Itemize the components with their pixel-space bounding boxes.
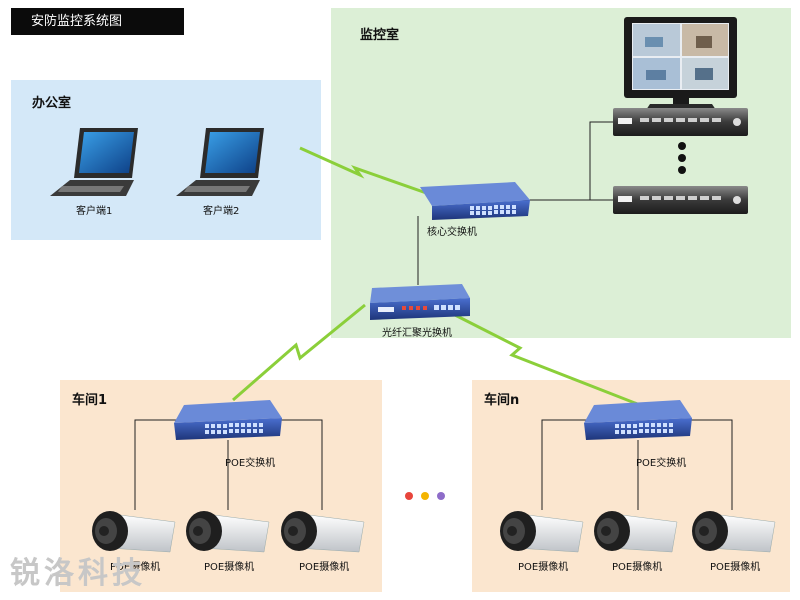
camera-n-1-label: POE摄像机 — [518, 562, 569, 573]
poe-switch-n — [584, 400, 692, 440]
diagram-title: 安防监控系统图 — [11, 8, 184, 35]
camera-n-3 — [692, 511, 776, 553]
camera-1-3 — [281, 511, 365, 553]
camera-n-2-label: POE摄像机 — [612, 562, 663, 573]
camera-1-1 — [92, 511, 176, 553]
monitor-display — [624, 17, 737, 110]
camera-1-2-label: POE摄像机 — [204, 562, 255, 573]
office-label: 办公室 — [32, 96, 72, 111]
wireless-links — [232, 146, 641, 407]
camera-1-1-label: POE摄像机 — [110, 562, 161, 573]
poe-switch-1 — [174, 400, 282, 440]
ellipsis-dot-red — [405, 492, 413, 500]
workshop1-label: 车间1 — [72, 393, 108, 408]
monitor-room-label: 监控室 — [360, 28, 400, 43]
camera-n-2 — [594, 511, 678, 553]
poe-switch-n-label: POE交换机 — [636, 458, 687, 469]
core-switch-label: 核心交换机 — [427, 227, 477, 238]
fiber-switch-label: 光纤汇聚光换机 — [382, 328, 452, 339]
fiber-switch — [370, 284, 470, 320]
nvr-recorder-1 — [613, 108, 748, 136]
camera-1-3-label: POE摄像机 — [299, 562, 350, 573]
client1-label: 客户端1 — [76, 206, 113, 217]
office-zone — [11, 80, 321, 240]
nvr-recorder-2 — [613, 186, 748, 214]
core-switch — [420, 182, 530, 220]
wired-links — [134, 121, 733, 510]
ellipsis-dots — [678, 142, 686, 174]
brand-watermark: 锐洛科技 — [10, 556, 146, 591]
ellipsis-dot-yellow — [421, 492, 429, 500]
workshopn-label: 车间n — [484, 393, 520, 408]
camera-n-3-label: POE摄像机 — [710, 562, 761, 573]
laptop-client-1 — [50, 128, 138, 196]
camera-1-2 — [186, 511, 270, 553]
poe-switch-1-label: POE交换机 — [225, 458, 276, 469]
ellipsis-dot-purple — [437, 492, 445, 500]
camera-n-1 — [500, 511, 584, 553]
client2-label: 客户端2 — [203, 206, 240, 217]
laptop-client-2 — [176, 128, 264, 196]
